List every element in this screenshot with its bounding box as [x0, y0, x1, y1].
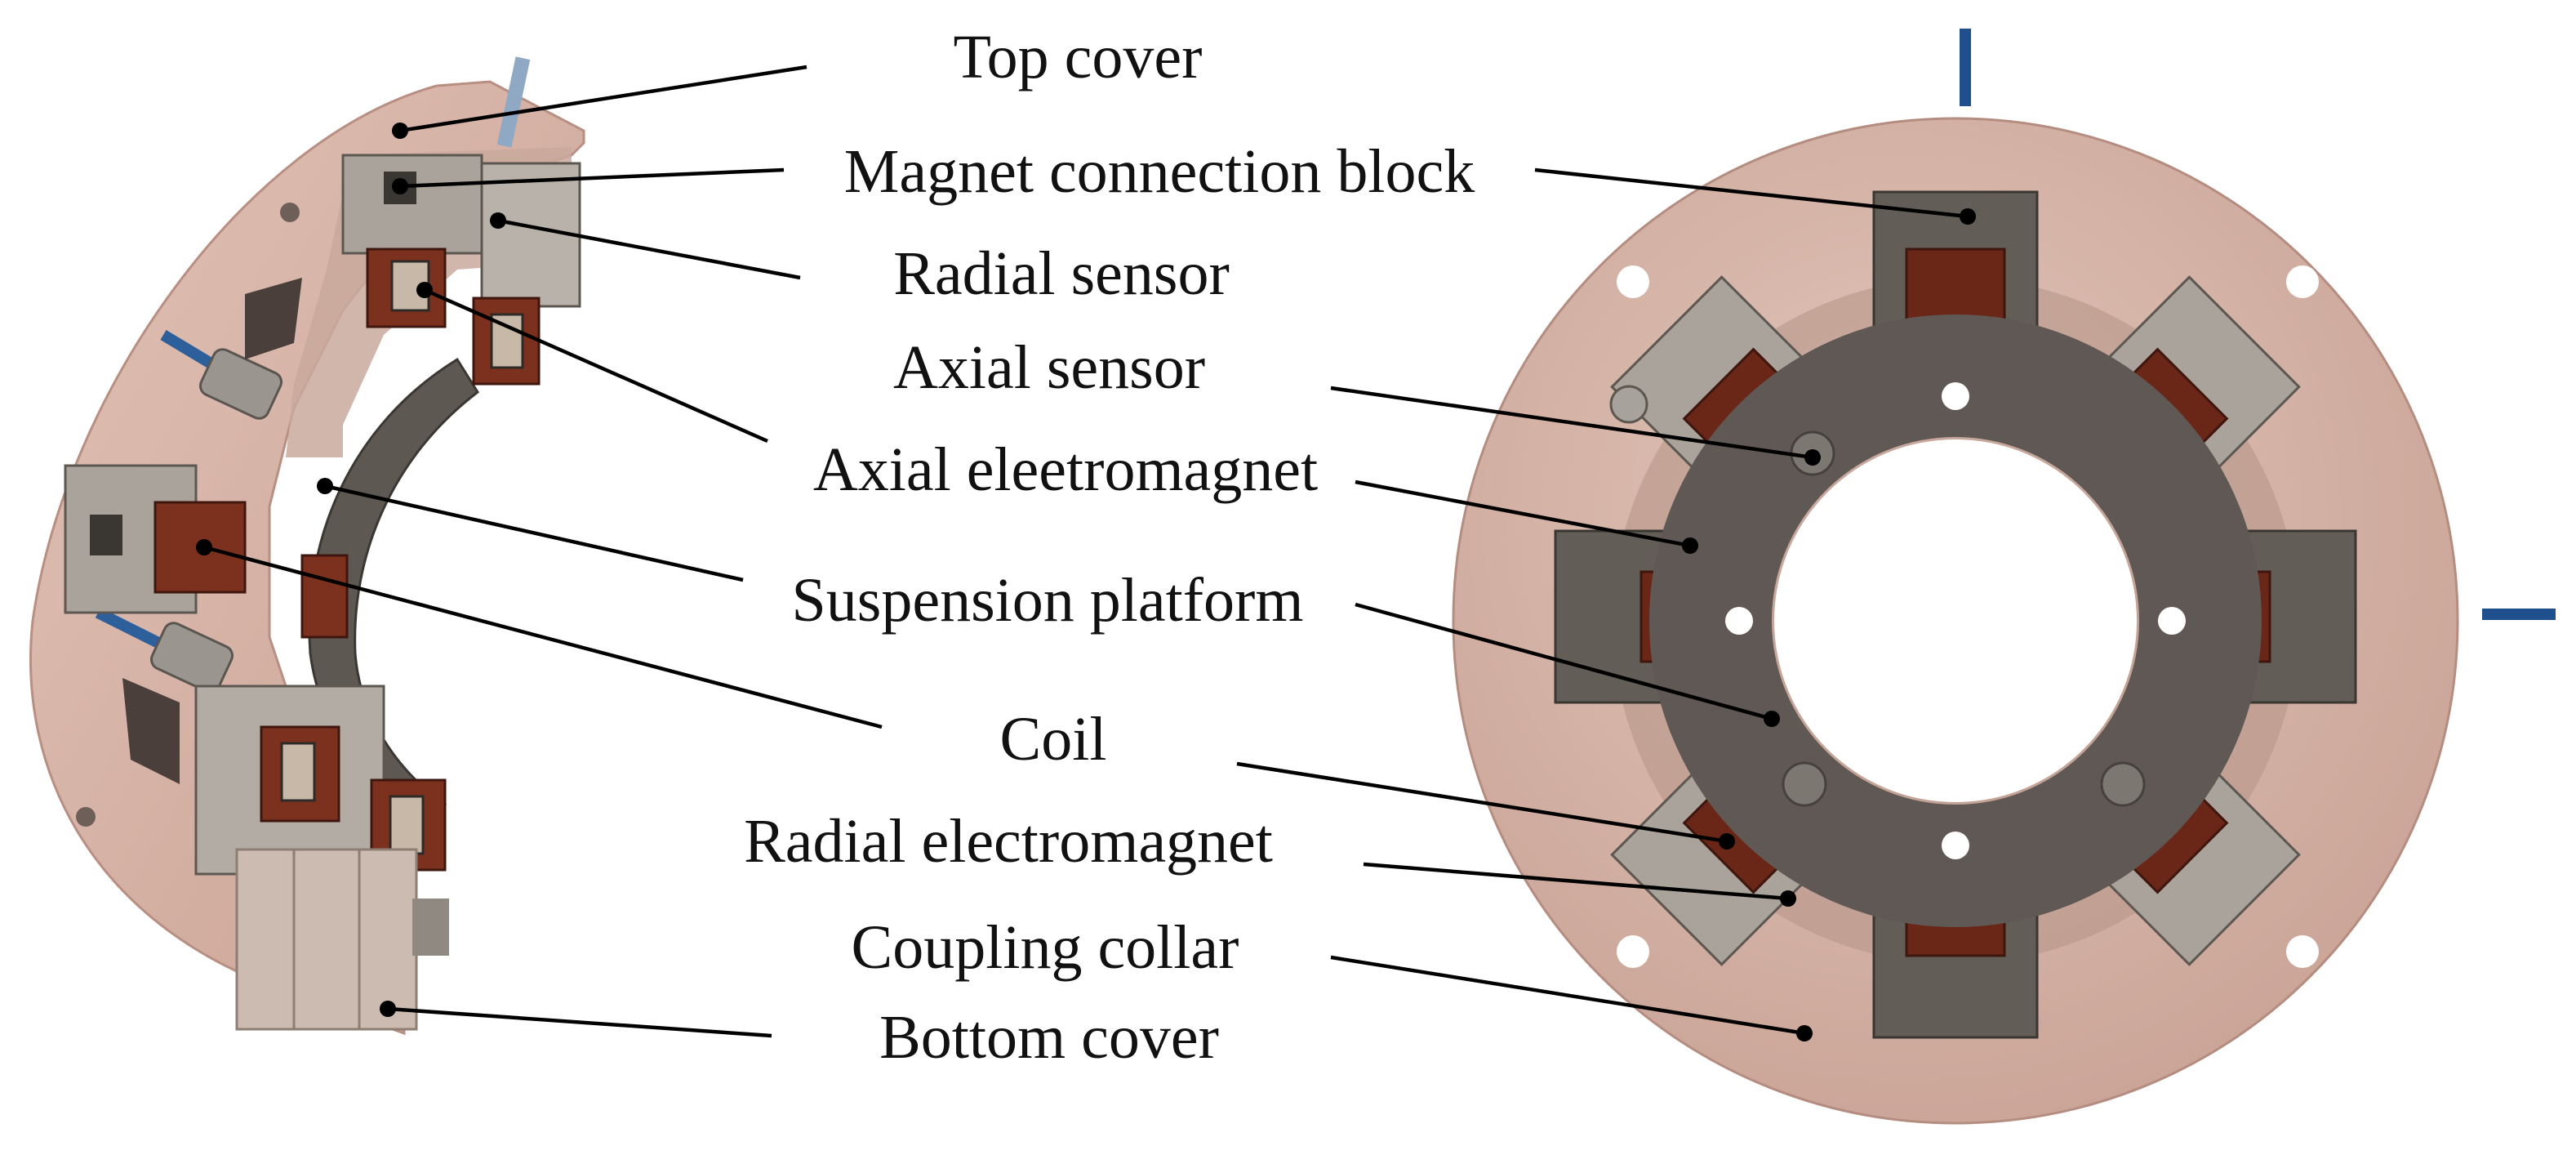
leader-dot-radial-magnet: [1780, 890, 1796, 907]
axial-sensor: [1782, 761, 1827, 807]
platform-hole: [1942, 832, 1969, 859]
mounting-hole: [280, 203, 300, 222]
leader-lines: [196, 65, 1976, 1041]
platform-hole: [1942, 382, 1969, 410]
leader-coil-left: [203, 545, 883, 729]
block-hole: [90, 515, 122, 555]
label-coupling-collar: Coupling collar: [852, 913, 1239, 982]
leader-platform-left: [324, 484, 744, 582]
leader-dot-platform-left: [317, 478, 333, 494]
leader-dot-bottom-cover: [380, 1001, 396, 1017]
cover-hole: [1617, 265, 1649, 298]
right-shaft-rod: [2482, 609, 2556, 620]
coil-core: [389, 795, 425, 855]
lower-sensor-cylinder: [149, 622, 234, 693]
leader-dot-axial-sensor: [1804, 449, 1821, 466]
top-rod: [496, 56, 531, 148]
leader-axial-sensor: [1330, 386, 1813, 460]
leader-dot-radial-sensor: [490, 212, 506, 229]
leader-dot-coupling-collar: [1796, 1025, 1813, 1041]
leader-dot-top-cover: [392, 123, 408, 139]
upper-sensor-cylinder: [198, 348, 283, 420]
leader-dot-axial-magnet-right: [1682, 537, 1698, 554]
suspension-platform-ring: [1649, 314, 2262, 927]
cover-hole: [1617, 935, 1649, 968]
leader-magnet-block-left: [399, 167, 785, 189]
leader-dot-axial-magnet-left: [416, 282, 433, 298]
platform-hole: [1725, 607, 1753, 635]
axial-sensor: [2100, 761, 2146, 807]
leader-axial-magnet-left: [424, 288, 768, 444]
leader-bottom-cover: [387, 1006, 772, 1038]
leader-coil-right: [1236, 761, 1728, 844]
middle-coil-small: [300, 554, 349, 639]
label-group: Top cover Magnet connection block Radial…: [744, 23, 1475, 1072]
cover-hole: [2286, 935, 2319, 968]
leader-platform-right: [1355, 602, 1773, 721]
leader-dot-magnet-block-left: [392, 178, 408, 194]
leader-radial-sensor: [497, 218, 801, 280]
upper-slot-cutout: [245, 278, 302, 359]
label-radial-electromagnet: Radial electromagnet: [744, 807, 1273, 876]
leader-dot-magnet-block-right: [1960, 208, 1976, 225]
coil-core: [280, 742, 316, 802]
label-axial-sensor: Axial sensor: [893, 333, 1205, 402]
leader-dot-platform-right: [1764, 711, 1780, 727]
leader-magnet-block-right: [1534, 167, 1969, 219]
leader-axial-magnet-right: [1355, 479, 1691, 548]
right-top-view: [1452, 29, 2556, 1125]
label-radial-sensor: Radial sensor: [893, 239, 1230, 308]
leader-dot-coil-left: [196, 539, 212, 555]
top-shaft-rod: [1960, 29, 1971, 106]
label-top-cover: Top cover: [954, 23, 1203, 91]
leader-dot-coil-right: [1719, 833, 1735, 850]
label-axial-electromagnet: Axial eleetromagnet: [813, 435, 1318, 504]
bottom-cover-blocks: [235, 848, 418, 1031]
label-suspension-platform: Suspension platform: [792, 566, 1304, 635]
axial-sensor: [1609, 385, 1648, 424]
cover-hole: [2286, 265, 2319, 298]
leader-top-cover: [399, 65, 808, 133]
label-coil: Coil: [1000, 705, 1107, 774]
left-section-view: [29, 56, 585, 1036]
bore: [1774, 439, 2137, 802]
mounting-hole: [76, 807, 96, 827]
platform-hole: [2158, 607, 2186, 635]
lower-slot-cutout: [122, 678, 180, 784]
label-bottom-cover: Bottom cover: [879, 1003, 1219, 1072]
label-magnet-connection-block: Magnet connection block: [844, 137, 1475, 206]
top-radial-sensor-block: [480, 162, 581, 308]
leader-radial-magnet: [1363, 862, 1789, 901]
leader-coupling-collar: [1330, 955, 1805, 1036]
bottom-tab: [412, 899, 449, 956]
